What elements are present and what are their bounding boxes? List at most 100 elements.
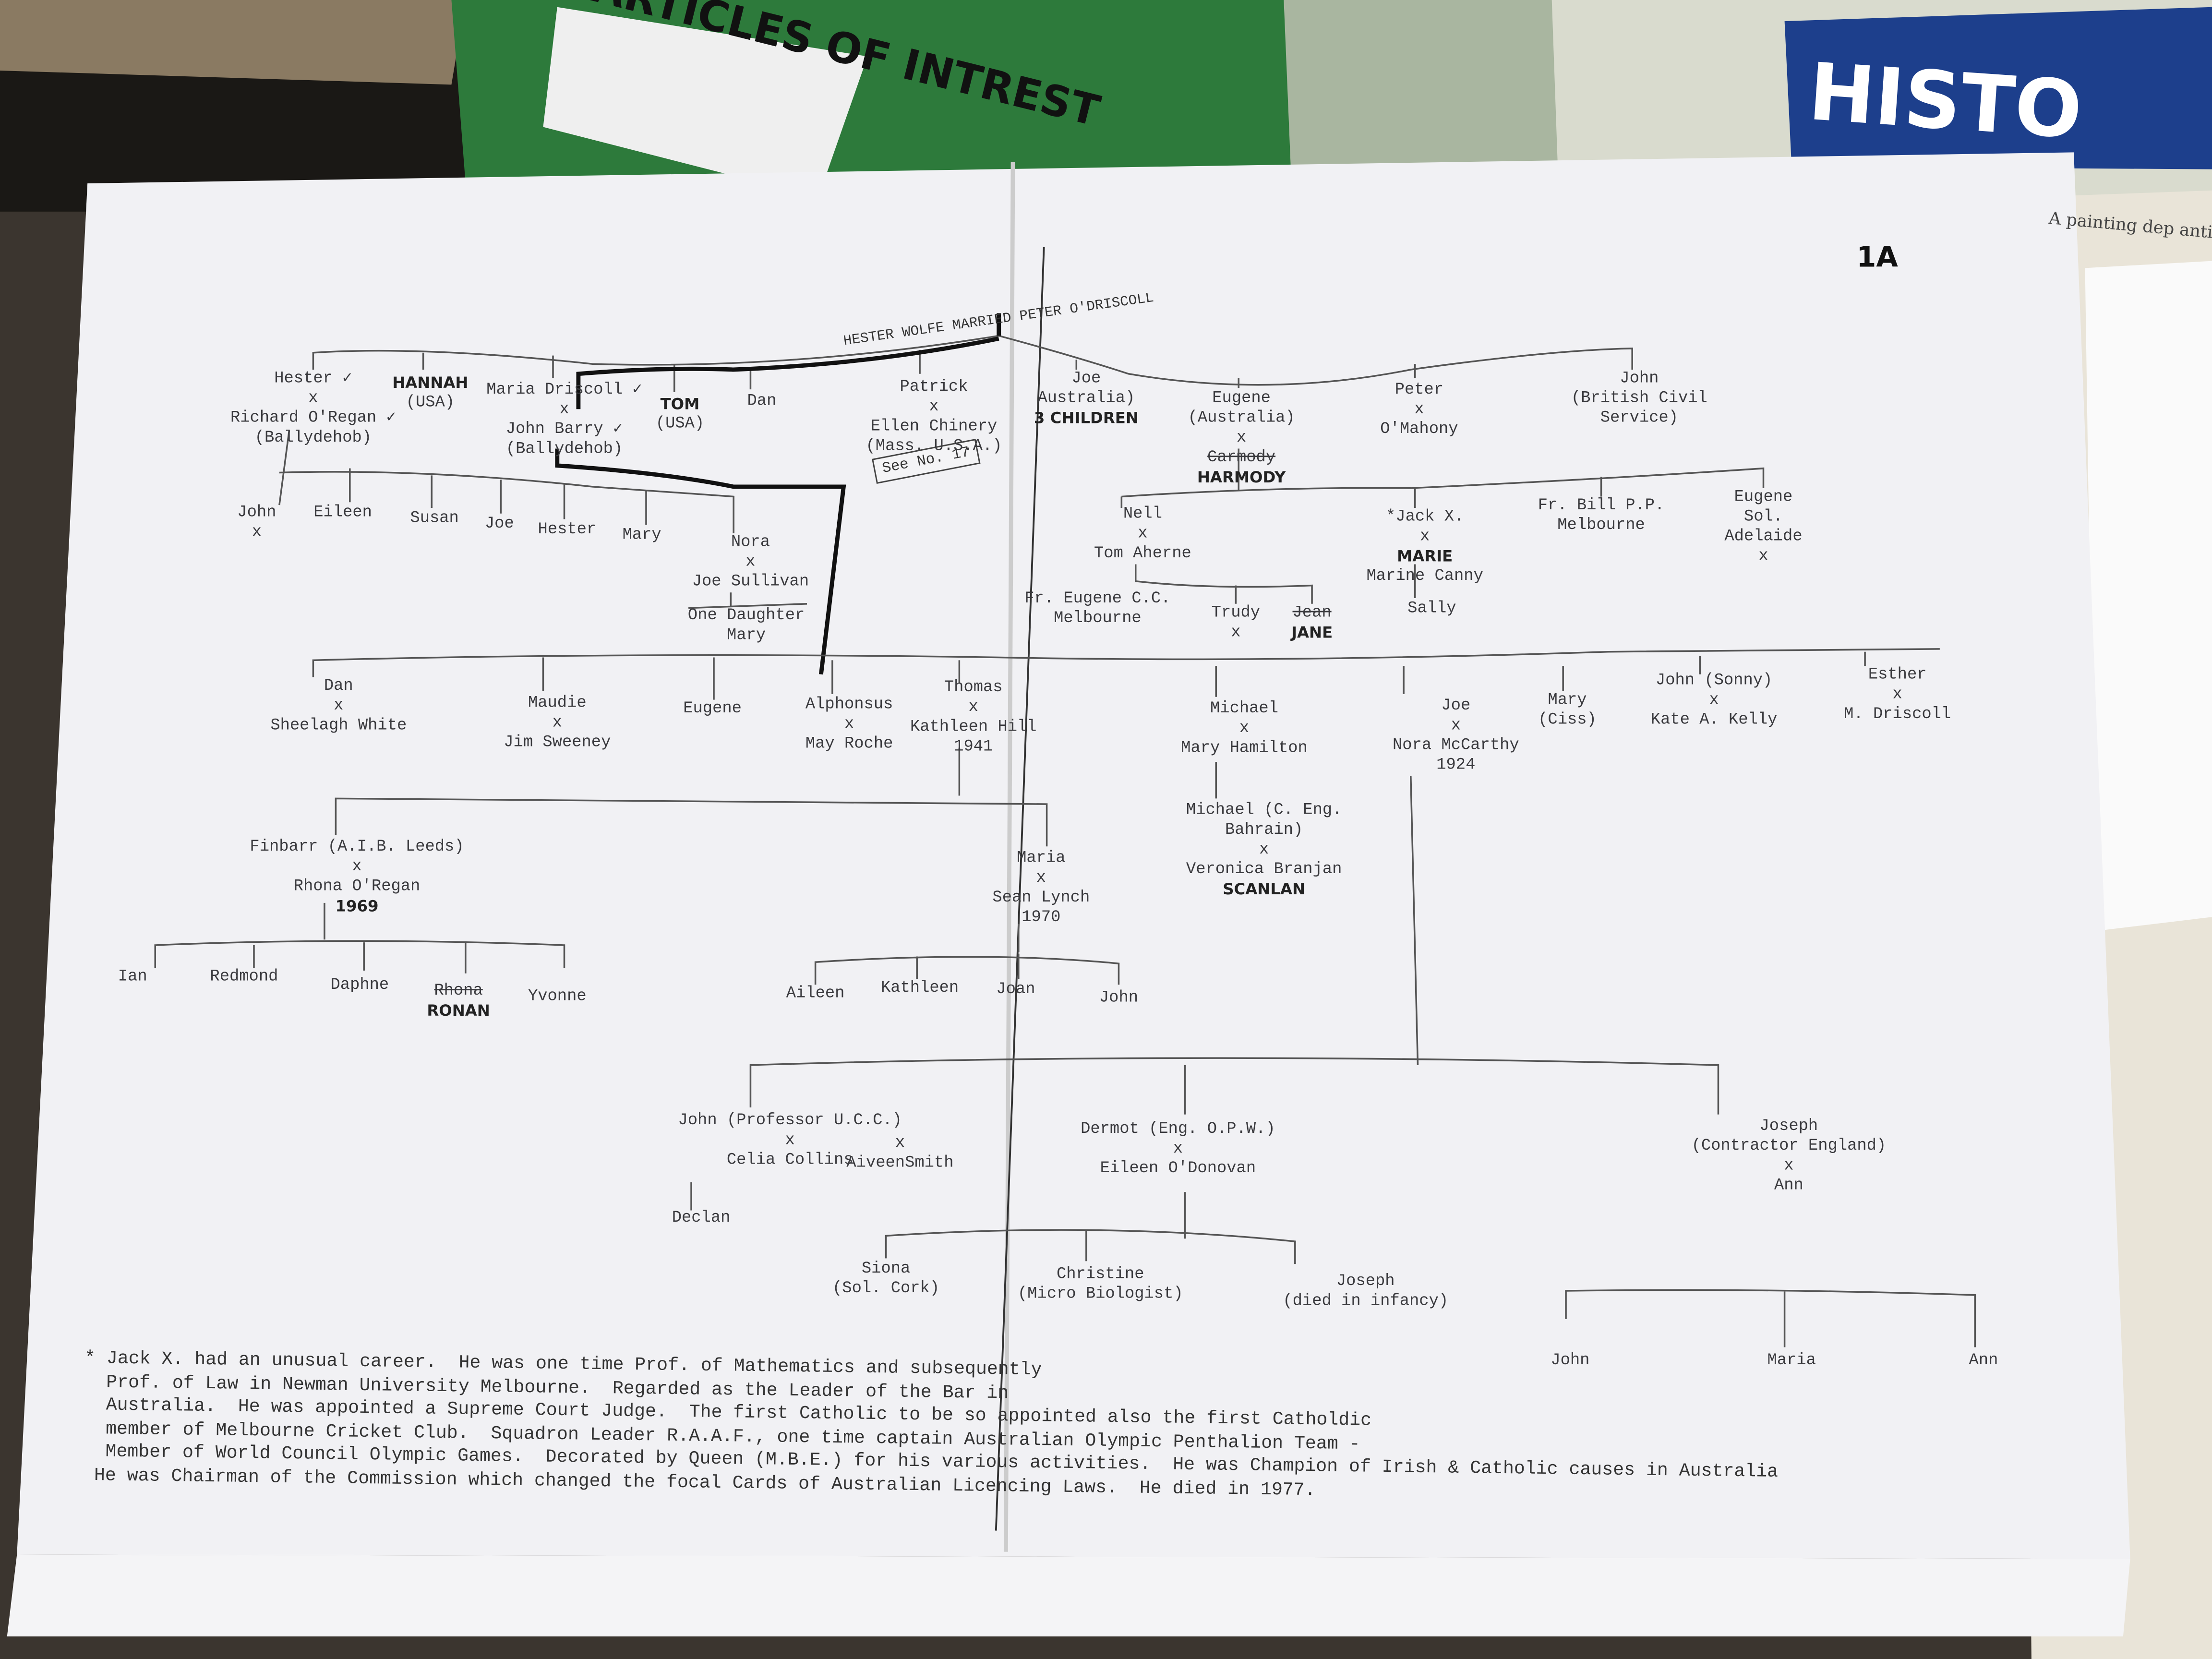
marriage-mark: x [1784, 1156, 1794, 1176]
person-line: M. Driscoll [1844, 705, 1951, 724]
page-number: 1A [1856, 240, 1898, 274]
marriage-mark: x [1451, 716, 1461, 735]
marriage-mark: x [252, 523, 262, 542]
marriage-mark: x [844, 715, 854, 734]
person-joe-2: Joe [485, 515, 514, 535]
person-line: Joe Sullivan [692, 573, 809, 591]
marriage-mark: x [1259, 841, 1269, 859]
person-line: (Ciss) [1538, 711, 1597, 730]
person-mary-ciss: Mary(Ciss) [1538, 691, 1597, 731]
person-line: JANE [1291, 623, 1333, 642]
person-line: 1924 [1436, 756, 1476, 775]
person-line: (Sol. Cork) [832, 1279, 940, 1298]
marriage-mark: x [1138, 525, 1148, 543]
person-line: John [1620, 369, 1659, 388]
marriage-mark: x [559, 400, 569, 419]
person-line: (Mass. U.S.A.) [866, 437, 1002, 456]
person-line: Mary [1548, 691, 1587, 710]
person-line: 1969 [335, 897, 379, 916]
person-mary-2: Mary [623, 526, 661, 546]
person-john-5: John [1099, 989, 1138, 1009]
person-line: One Daughter [687, 606, 805, 625]
person-line: HANNAH [392, 373, 469, 392]
person-line: Joseph [1336, 1272, 1395, 1291]
person-dan-1: Dan [747, 392, 777, 412]
person-line: Joe [484, 515, 514, 533]
person-line: (British Civil [1571, 389, 1707, 408]
person-line: Kathleen Hill [910, 718, 1037, 737]
person-line: Yvonne [528, 987, 587, 1006]
person-line: Nell [1123, 505, 1162, 524]
person-line: Mary [622, 526, 661, 545]
person-line: Trudy [1211, 603, 1261, 623]
person-line: Maudie [528, 694, 587, 713]
person-line: 1941 [954, 737, 993, 757]
person-line: Christine [1056, 1265, 1144, 1284]
person-line: Declan [672, 1209, 731, 1227]
person-joan: Joan [996, 980, 1035, 1000]
person-line: Dan [747, 392, 777, 411]
person-line: TOM [660, 395, 700, 414]
person-maria-6: Maria [1767, 1351, 1816, 1371]
person-line: (USA) [655, 415, 705, 433]
person-line: Richard O'Regan ✓ [230, 409, 396, 428]
person-line: Marine Canny [1366, 567, 1483, 586]
person-line: Eugene [683, 699, 742, 718]
person-line: Maria [1767, 1351, 1816, 1370]
person-line: Redmond [210, 968, 278, 986]
marriage-mark: x [1036, 869, 1046, 888]
person-line: Peter [1395, 381, 1444, 399]
person-line: Dermot (Eng. O.P.W.) [1081, 1120, 1275, 1139]
person-line: Tom Aherne [1094, 544, 1191, 563]
person-line: Daphne [330, 976, 389, 995]
person-line: Sol. [1743, 507, 1783, 527]
person-line: Joseph [1759, 1117, 1818, 1136]
person-line: SCANLAN [1223, 880, 1306, 899]
person-line: AiveenSmith [846, 1154, 954, 1173]
person-daphne: Daphne [331, 976, 389, 996]
marriage-mark: x [745, 553, 756, 572]
person-line: RONAN [427, 1001, 490, 1020]
person-aileen: Aileen [786, 985, 845, 1004]
person-line: *Jack X. [1386, 507, 1464, 527]
person-line: Susan [410, 509, 459, 528]
person-line: Mary Hamilton [1181, 739, 1308, 758]
person-hannah: HANNAH(USA) [392, 374, 468, 413]
person-line: Michael (C. Eng. [1186, 801, 1342, 820]
person-line: Siona [861, 1260, 911, 1278]
person-sally: Sally [1407, 600, 1456, 619]
person-christine: Christine(Micro Biologist) [1018, 1265, 1183, 1305]
person-line: (Contractor England) [1691, 1137, 1887, 1155]
person-line: (Ballydehob) [505, 440, 623, 459]
person-line: Nora McCarthy [1393, 736, 1519, 755]
person-line: Alphonsus [805, 695, 893, 714]
person-line: Mary [727, 626, 766, 645]
marriage-mark: x [308, 389, 318, 408]
person-line: John (Sonny) [1655, 671, 1773, 690]
marriage-mark: x [352, 857, 362, 876]
person-line: Dan [324, 677, 353, 696]
person-line: Jim Sweeney [504, 733, 611, 752]
person-line: Joe [1071, 369, 1101, 388]
person-eugene-3: Eugene [683, 700, 742, 720]
person-ian: Ian [118, 968, 147, 987]
person-line: Bahrain) [1225, 821, 1303, 840]
person-kathleen: Kathleen [881, 979, 959, 999]
